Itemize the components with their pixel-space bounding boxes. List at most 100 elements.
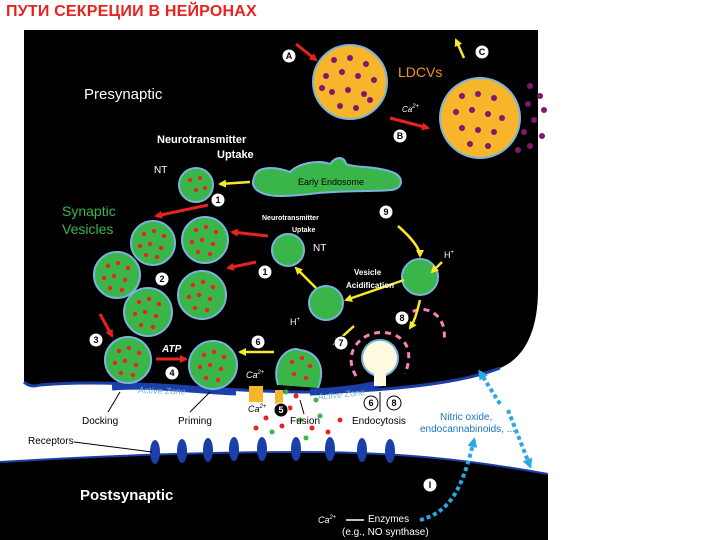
label-enzymes-2: (e.g., NO synthase) (342, 527, 429, 538)
vesicle (178, 167, 214, 203)
arrow-nitric-down (506, 409, 533, 469)
label-synaptic-1: Synaptic (62, 203, 116, 219)
step-68-sep: - (381, 398, 384, 408)
label-ca-low: Ca2+ (248, 404, 267, 414)
label-presynaptic: Presynaptic (84, 86, 163, 103)
arrow-a (295, 42, 318, 62)
label-fusion: Fusion (290, 416, 320, 427)
arrow-acid-to-empty (344, 278, 405, 302)
label-priming: Priming (178, 416, 212, 427)
step-marker-7 (333, 335, 349, 351)
receptors (150, 437, 395, 464)
label-active-zone-left: Active Zone (137, 385, 186, 397)
label-nt-uptake-small-2: Uptake (292, 227, 315, 234)
step-marker-i (422, 477, 438, 493)
step-8: 8 (399, 313, 404, 323)
step-2: 2 (159, 274, 164, 284)
arrow-nitric-out (478, 369, 502, 406)
vesicle-primed (188, 340, 238, 390)
calcium-channel (249, 386, 263, 402)
receptor (177, 439, 187, 463)
postsynaptic-cell (0, 452, 548, 540)
step-68-b: 8 (391, 398, 396, 408)
label-endocytosis: Endocytosis (352, 416, 406, 427)
receptor (150, 440, 160, 464)
step-i: I (429, 480, 432, 490)
step-b: B (397, 131, 404, 141)
step-1b: 1 (262, 267, 267, 277)
step-marker-c (474, 44, 490, 60)
arrow-c (454, 38, 466, 59)
receptor (257, 437, 267, 461)
receptor (203, 438, 213, 462)
label-acid-2: Acidification (346, 281, 394, 290)
step-marker-6 (250, 334, 266, 350)
pointer-fusion (299, 399, 305, 415)
arrow-8 (408, 299, 422, 330)
label-nt-uptake-1: Neurotransmitter (157, 134, 247, 146)
pointer-docking (107, 391, 121, 413)
vesicle-empty (308, 285, 344, 321)
arrow-enzymes (419, 437, 478, 522)
label-nitric-1: Nitric oxide, (440, 412, 492, 423)
receptor (357, 438, 367, 462)
label-h-plus-2: H+ (290, 317, 301, 327)
step-marker-b (392, 128, 408, 144)
step-marker-1a (210, 192, 226, 208)
label-receptors: Receptors (28, 436, 74, 447)
vesicle (123, 287, 173, 337)
vesicle (93, 251, 141, 299)
step-68-a: 6 (368, 398, 373, 408)
arrow-2 (226, 260, 257, 271)
arrow-endosome-to-vesicle (218, 179, 251, 188)
page-title: ПУТИ СЕКРЕЦИИ В НЕЙРОНАХ (6, 3, 257, 20)
arrow-b (389, 116, 430, 131)
receptor (325, 437, 335, 461)
vesicle-docked (104, 336, 152, 384)
label-ldcvs: LDCVs (398, 64, 442, 80)
step-5: 5 (278, 405, 283, 415)
arrow-h-plus (430, 261, 443, 274)
released-neurotransmitter (253, 389, 343, 441)
step-1a: 1 (215, 195, 220, 205)
vesicle-empty (271, 233, 305, 267)
vesicle-empty (401, 258, 439, 296)
receptor (385, 439, 395, 463)
calcium-channel (275, 390, 283, 404)
step-marker-9 (378, 204, 394, 220)
label-early-endosome: Early Endosome (298, 177, 364, 187)
step-marker-4 (164, 365, 180, 381)
receptor (229, 437, 239, 461)
step-markers (88, 44, 490, 493)
vesicle (181, 216, 229, 264)
label-nitric-2: endocannabinoids, ... (420, 424, 515, 435)
vesicle-fusing (275, 348, 323, 389)
vesicle (177, 270, 227, 320)
active-zone-left (111, 382, 237, 396)
released-peptides (515, 83, 547, 153)
step-marker-68b (386, 395, 402, 411)
label-nt-uptake-2: Uptake (217, 149, 254, 161)
step-marker-3 (88, 332, 104, 348)
receptor (291, 437, 301, 461)
ldcv-fusing (439, 77, 547, 159)
label-docking: Docking (82, 416, 118, 427)
synaptic-vesicles (93, 167, 439, 390)
arrow-empty-to-nt (294, 266, 317, 289)
label-nt-uptake-small-1: Neurotransmitter (262, 215, 319, 222)
arrow-9 (397, 225, 424, 258)
label-enzymes-1: Enzymes (368, 514, 409, 525)
vesicle (130, 220, 176, 266)
label-ca-post: Ca2+ (318, 515, 337, 525)
pointer-priming (189, 391, 211, 413)
pointer-receptors (73, 441, 153, 453)
label-postsynaptic: Postsynaptic (80, 487, 173, 504)
step-c: C (479, 47, 486, 57)
label-ca-top: Ca2+ (402, 104, 420, 114)
label-atp: ATP (161, 344, 182, 355)
step-a: A (286, 51, 293, 61)
step-marker-2 (154, 271, 170, 287)
label-nt-mid: NT (313, 243, 326, 254)
label-h-plus-1: H+ (444, 250, 455, 260)
